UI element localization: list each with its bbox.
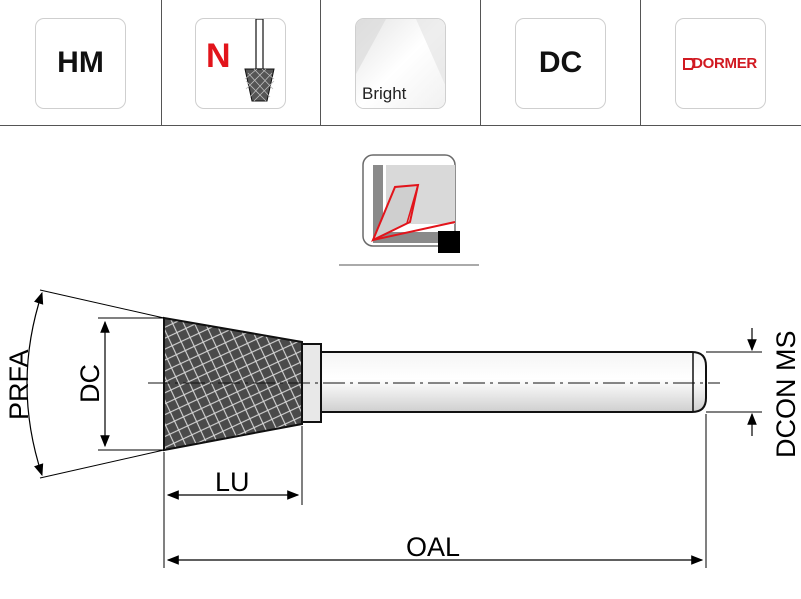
dc-label: DC — [75, 364, 105, 403]
lu-label: LU — [215, 467, 250, 497]
brand-cell: DORMER — [640, 0, 799, 126]
dormer-logo-icon — [683, 58, 695, 70]
shape-badge: N — [195, 18, 286, 109]
cut-badge: DC — [515, 18, 606, 109]
brand-logo-text: DORMER — [692, 55, 757, 72]
cone-head — [163, 316, 303, 452]
row-bottom-line — [0, 125, 801, 126]
row-divider — [161, 0, 162, 126]
cut-label: DC — [538, 46, 583, 79]
shape-cell: N — [160, 0, 319, 126]
brand-badge: DORMER — [675, 18, 766, 109]
row-divider — [640, 0, 641, 126]
prfa-label: PRFA — [4, 349, 34, 420]
finish-label: Bright — [362, 84, 407, 103]
prfa-arc — [26, 291, 44, 477]
dcon-label: DCON MS — [771, 331, 801, 459]
oal-label: OAL — [406, 532, 460, 562]
material-label: HM — [57, 46, 104, 79]
cut-cell: DC — [480, 0, 639, 126]
material-cell: HM — [0, 0, 159, 126]
material-badge: HM — [35, 18, 126, 109]
bright-finish-icon — [356, 19, 445, 108]
shape-letter: N — [206, 37, 231, 75]
finish-cell: Bright — [320, 0, 479, 126]
spec-badge-row: HM N — [0, 0, 801, 128]
row-divider — [320, 0, 321, 126]
inverted-cone-burr-icon — [244, 19, 275, 102]
shank — [319, 351, 707, 413]
finish-badge: Bright — [355, 18, 446, 109]
row-divider — [480, 0, 481, 126]
